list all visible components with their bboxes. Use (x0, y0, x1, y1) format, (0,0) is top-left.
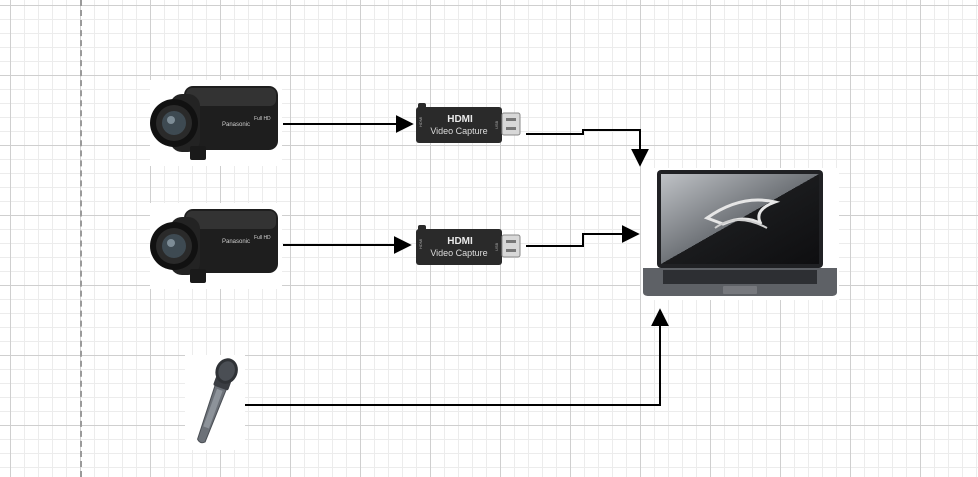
laptop-icon (643, 170, 837, 296)
capture-card-brand: HDMI (447, 236, 473, 247)
camcorder-brand-label: Panasonic (222, 239, 250, 245)
connector-card2-to-laptop[interactable] (526, 225, 640, 247)
capture-card-label: Video Capture (430, 248, 487, 258)
microphone-icon (197, 358, 238, 444)
camcorder-icon: Panasonic Full HD (150, 209, 278, 283)
capture-card-brand: HDMI (447, 114, 473, 125)
camcorder-icon: Panasonic Full HD (150, 86, 278, 160)
capture-card-2[interactable]: HDMI USB HDMI Video Capture (414, 225, 522, 267)
camcorder-hd-label: Full HD (254, 235, 271, 241)
laptop[interactable] (641, 168, 839, 300)
capture-card-input-label: HDMI (418, 239, 423, 249)
capture-card-label: Video Capture (430, 126, 487, 136)
camcorder-hd-label: Full HD (254, 116, 271, 122)
capture-card-1[interactable]: HDMI USB HDMI Video Capture (414, 103, 522, 145)
camcorder-2[interactable]: Panasonic Full HD (150, 203, 282, 289)
capture-card-icon: HDMI USB HDMI Video Capture (416, 225, 521, 265)
page-guide-line (80, 0, 82, 477)
camcorder-brand-label: Panasonic (222, 122, 250, 128)
microphone[interactable] (185, 355, 245, 450)
camcorder-1[interactable]: Panasonic Full HD (150, 80, 282, 166)
capture-card-output-label: USB (494, 242, 499, 251)
connector-card1-to-laptop[interactable] (526, 129, 649, 167)
capture-card-input-label: HDMI (418, 117, 423, 127)
connector-mic-to-laptop[interactable] (245, 308, 669, 406)
capture-card-icon: HDMI USB HDMI Video Capture (416, 103, 521, 143)
capture-card-output-label: USB (494, 120, 499, 129)
